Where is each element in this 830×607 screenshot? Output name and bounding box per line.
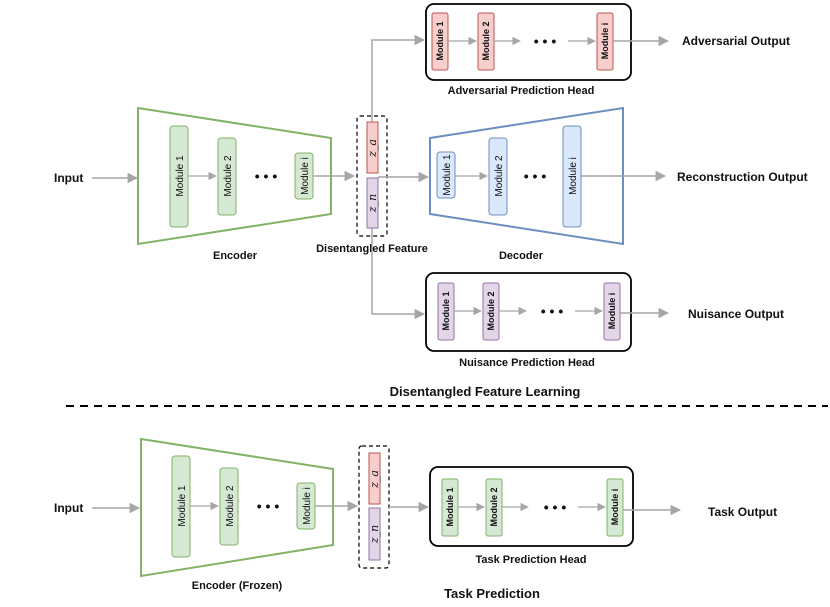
adversarial-output-label: Adversarial Output bbox=[682, 34, 790, 48]
section-title-task-prediction: Task Prediction bbox=[444, 586, 540, 601]
adversarial-module-1-label: Module 1 bbox=[435, 21, 445, 60]
encoder-module-2-label: Module 2 bbox=[223, 155, 234, 197]
decoder-ellipsis: • • • bbox=[524, 168, 547, 184]
decoder-module-i-label: Module i bbox=[568, 157, 579, 195]
nuisance-head-caption: Nuisance Prediction Head bbox=[459, 357, 595, 369]
encoder-caption: Encoder bbox=[213, 250, 258, 262]
nuisance-ellipsis: • • • bbox=[541, 303, 564, 319]
disentangled-feature-box bbox=[356, 115, 388, 237]
decoder-module-1-label: Module 1 bbox=[442, 154, 453, 196]
decoder-module-1 bbox=[436, 151, 456, 199]
reconstruction-output-label: Reconstruction Output bbox=[677, 170, 808, 184]
adversarial-module-2-label: Module 2 bbox=[481, 21, 491, 60]
decoder-caption: Decoder bbox=[499, 250, 544, 262]
decoder-module-2 bbox=[488, 137, 508, 216]
bottom-za-feature bbox=[368, 452, 381, 505]
adversarial-ellipsis: • • • bbox=[534, 33, 557, 49]
bottom-zn-label: z_n bbox=[368, 525, 381, 544]
task-module-1-label: Module 1 bbox=[445, 487, 455, 526]
arrow-to-adversarial-head bbox=[371, 34, 426, 122]
encoder-module-2 bbox=[217, 137, 237, 216]
frozen-encoder-ellipsis: • • • bbox=[257, 498, 280, 514]
bottom-zn-feature bbox=[368, 507, 381, 561]
encoder-module-i-label: Module i bbox=[300, 157, 311, 195]
nuisance-module-1-label: Module 1 bbox=[441, 291, 451, 330]
frozen-encoder-caption: Encoder (Frozen) bbox=[192, 580, 283, 592]
section-title-disentangled: Disentangled Feature Learning bbox=[390, 384, 581, 399]
nuisance-head-box bbox=[425, 272, 632, 352]
task-head-caption: Task Prediction Head bbox=[475, 554, 586, 566]
task-module-i bbox=[606, 478, 624, 537]
input-label: Input bbox=[54, 171, 83, 185]
adversarial-module-i-label: Module i bbox=[600, 23, 610, 60]
decoder-module-2-label: Module 2 bbox=[494, 155, 505, 197]
nuisance-module-i-label: Module i bbox=[607, 293, 617, 330]
za-label: z_a bbox=[366, 139, 379, 158]
nuisance-module-2-label: Module 2 bbox=[486, 291, 496, 330]
task-head-box bbox=[429, 466, 634, 547]
bottom-za-label: z_a bbox=[368, 470, 381, 489]
frozen-encoder-module-2 bbox=[219, 467, 239, 546]
task-module-2-label: Module 2 bbox=[489, 487, 499, 526]
encoder-module-1-label: Module 1 bbox=[175, 155, 186, 197]
frozen-encoder-module-1-label: Module 1 bbox=[177, 485, 188, 527]
arrow-to-nuisance-head bbox=[371, 228, 426, 320]
frozen-encoder-module-i-label: Module i bbox=[302, 487, 313, 525]
adversarial-head-caption: Adversarial Prediction Head bbox=[448, 85, 595, 97]
zn-label: z_n bbox=[366, 194, 379, 213]
frozen-encoder-module-2-label: Module 2 bbox=[225, 485, 236, 527]
task-module-i-label: Module i bbox=[610, 489, 620, 526]
encoder-ellipsis: • • • bbox=[255, 168, 278, 184]
nuisance-output-label: Nuisance Output bbox=[688, 307, 784, 321]
task-ellipsis: • • • bbox=[544, 499, 567, 515]
bottom-input-label: Input bbox=[54, 501, 83, 515]
adversarial-head-box bbox=[425, 3, 632, 81]
task-output-label: Task Output bbox=[708, 505, 777, 519]
nuisance-module-i bbox=[603, 282, 621, 341]
